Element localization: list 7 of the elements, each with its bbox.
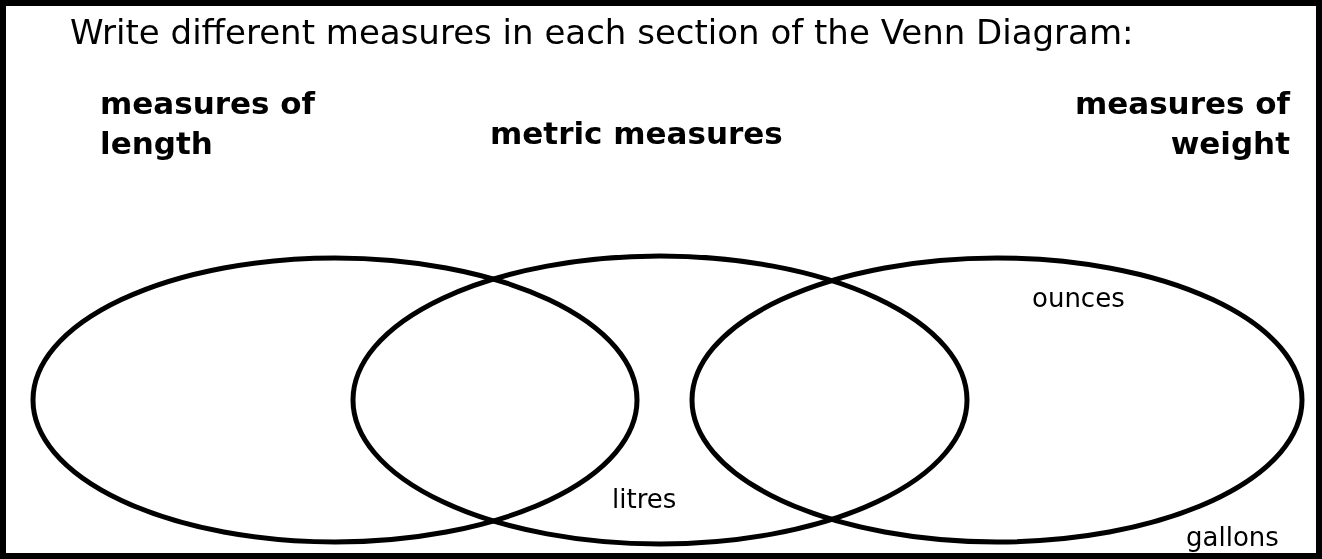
set-heading: measures of weight: [1073, 84, 1290, 163]
set-heading: metric measures: [490, 114, 784, 153]
instruction-text: Write different measures in each section of the Venn Diagram:: [70, 12, 1134, 52]
measure-word: gallons: [1186, 522, 1279, 552]
measure-word: ounces: [1032, 283, 1125, 313]
set-heading: measures of length: [100, 84, 317, 163]
measure-word: litres: [612, 484, 677, 514]
